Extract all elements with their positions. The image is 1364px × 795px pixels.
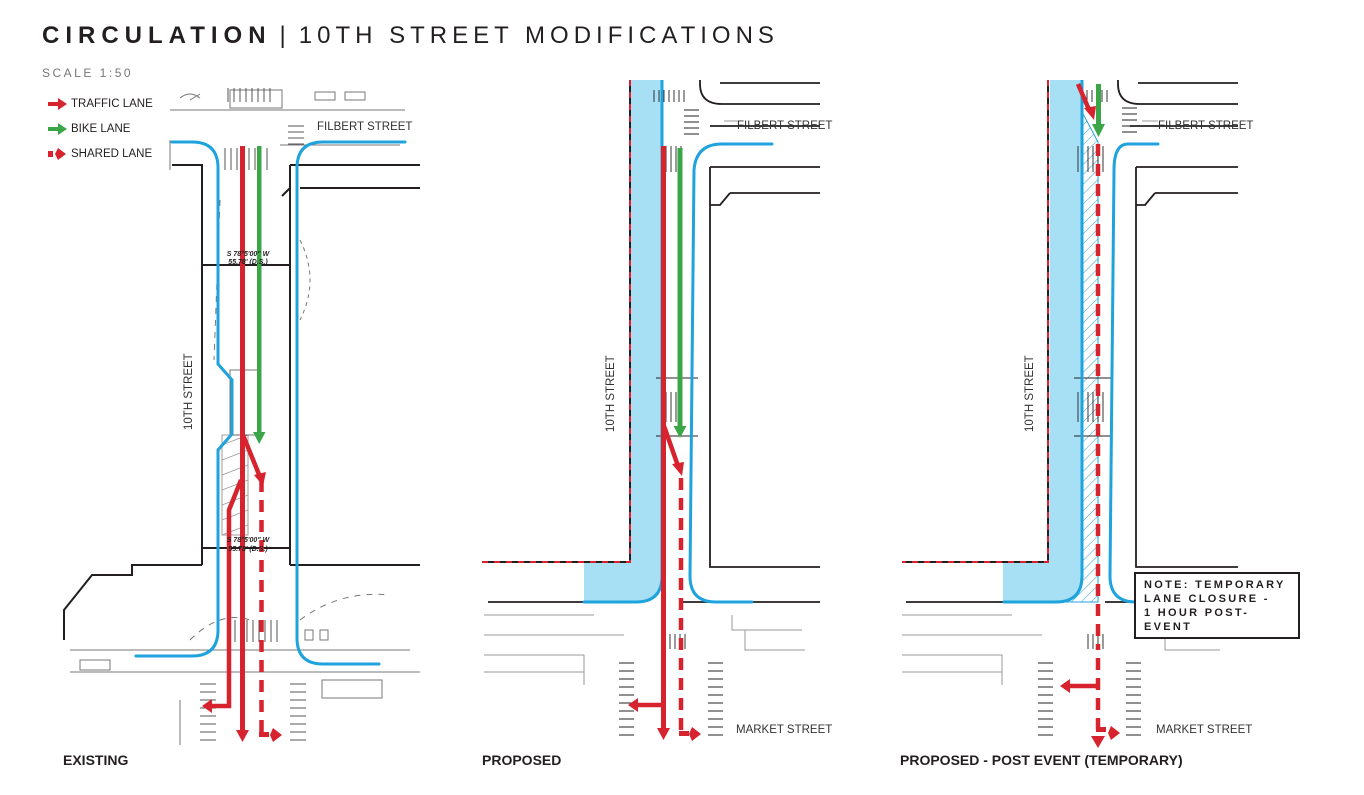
plaza-edge [482,80,631,563]
survey-note-3: S 78°5'00" W [227,536,271,544]
street-linework [484,120,805,685]
note-line-1: NOTE: TEMPORARY [1144,579,1286,591]
plan-proposed: FILBERT STREET 10TH STREET MARKET STREET [480,80,860,750]
bike-arrow-icon [48,122,67,135]
street-label-10th: 10TH STREET [1024,355,1036,432]
building-outlines [488,80,820,603]
street-label-market: MARKET STREET [1156,724,1252,736]
traffic-arrow-icon [48,97,67,110]
page-title: CIRCULATION | 10TH STREET MODIFICATIONS [42,22,779,50]
legend-label: SHARED LANE [71,147,153,160]
proposed-plan-drawing: FILBERT STREET 10TH STREET MARKET STREET [482,80,832,741]
building-outlines [63,164,420,640]
curb-lines [134,140,407,666]
entry-arrows [1075,83,1105,137]
scale-label: SCALE 1:50 [42,66,134,80]
plan-label-proposed: PROPOSED [482,752,562,768]
crosswalks [1038,90,1141,736]
street-label-filbert: FILBERT STREET [737,120,832,132]
shared-lane [1060,144,1120,748]
street-label-market: MARKET STREET [736,724,832,736]
legend-item-shared: SHARED LANE [48,141,153,166]
legend: TRAFFIC LANE BIKE LANE SHARED LANE [48,91,153,166]
shared-lane [678,478,701,741]
survey-note-2: 55.78' (D.S.) [228,259,268,266]
title-subtitle: 10TH STREET MODIFICATIONS [298,22,779,49]
legend-label: TRAFFIC LANE [71,97,153,110]
plaza-area [584,80,662,602]
existing-plan-drawing: S 78°5'00" W 55.78' (D.S.) S 78°5'00" W … [63,88,420,745]
street-label-10th: 10TH STREET [605,355,617,432]
title-separator: | [279,22,291,49]
plaza-area [1003,80,1081,602]
plan-label-post-event: PROPOSED - POST EVENT (TEMPORARY) [900,752,1183,768]
survey-note-1: S 78°5'00" W [227,250,271,258]
shared-lane [259,480,282,742]
bike-lane [253,146,266,444]
legend-item-traffic: TRAFFIC LANE [48,91,153,116]
title-bold: CIRCULATION [42,22,272,49]
traffic-lanes [628,146,684,740]
shared-arrow-icon [48,147,66,160]
note-line-2: LANE CLOSURE - [1144,593,1270,605]
legend-item-bike: BIKE LANE [48,116,153,141]
legend-label: BIKE LANE [71,122,131,135]
survey-note-4: 55.78' (D.S.) [228,546,268,553]
note-box: NOTE: TEMPORARY LANE CLOSURE - 1 HOUR PO… [1134,572,1300,639]
plan-existing: S 78°5'00" W 55.78' (D.S.) S 78°5'00" W … [60,80,440,750]
street-label-filbert: FILBERT STREET [1158,120,1253,132]
plan-label-existing: EXISTING [63,752,129,768]
traffic-lanes [202,146,266,742]
plan-post-event: FILBERT STREET 10TH STREET MARKET STREET [900,80,1320,760]
post-event-plan-drawing: FILBERT STREET 10TH STREET MARKET STREET [902,80,1253,748]
street-label-10th: 10TH STREET [183,353,195,430]
bike-lane [673,148,687,438]
note-line-3: 1 HOUR POST-EVENT [1144,607,1250,633]
street-label-filbert: FILBERT STREET [317,121,412,133]
curb-lines [1002,80,1172,604]
plaza-edge [902,80,1049,563]
